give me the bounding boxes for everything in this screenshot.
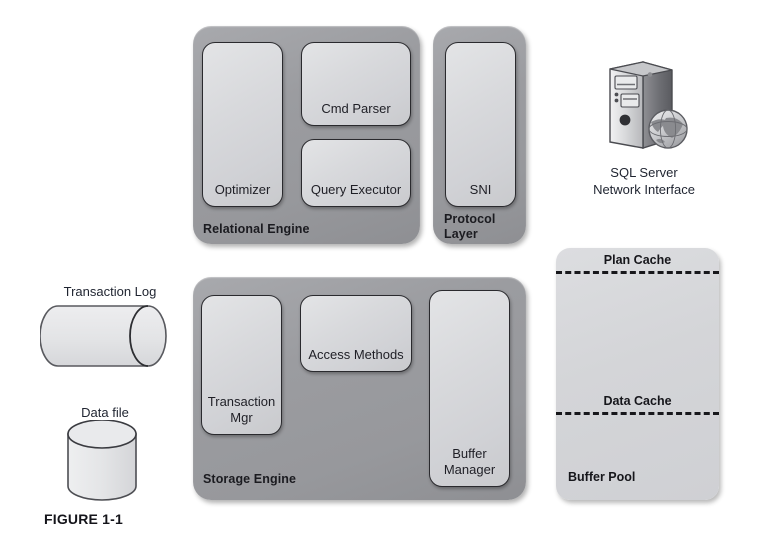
access-methods-box[interactable]: Access Methods (300, 295, 412, 372)
transaction-mgr-label-line1: Transaction (207, 394, 276, 409)
data-file-group (62, 420, 150, 506)
protocol-layer-label-line1: Protocol (444, 212, 496, 226)
buffer-manager-label: Buffer Manager (430, 446, 509, 478)
buffer-manager-label-line1: Buffer (452, 446, 487, 461)
database-cylinder-icon (67, 420, 137, 501)
plan-cache-divider (556, 271, 719, 274)
transaction-log-group (40, 300, 170, 375)
server-tower-globe-icon (609, 61, 688, 149)
buffer-pool-label: Buffer Pool (568, 470, 636, 484)
optimizer-box[interactable]: Optimizer (202, 42, 283, 207)
transaction-mgr-label: Transaction Mgr (202, 394, 281, 426)
sqlserver-label-line2: Network Interface (593, 182, 695, 197)
cmd-parser-box[interactable]: Cmd Parser (301, 42, 411, 126)
sqlserver-label-line1: SQL Server (610, 165, 678, 180)
figure-caption: FIGURE 1-1 (44, 511, 124, 527)
query-executor-box[interactable]: Query Executor (301, 139, 411, 207)
query-executor-label: Query Executor (310, 182, 402, 197)
storage-engine-label: Storage Engine (203, 472, 297, 486)
optimizer-label: Optimizer (214, 182, 271, 197)
transaction-mgr-box[interactable]: Transaction Mgr (201, 295, 282, 435)
relational-engine-label: Relational Engine (203, 222, 310, 236)
protocol-layer-label-line2: Layer (444, 227, 478, 241)
buffer-manager-label-line2: Manager (443, 462, 496, 477)
plan-cache-label: Plan Cache (603, 253, 672, 267)
data-cache-divider (556, 412, 719, 415)
protocol-layer-label: Protocol Layer (444, 212, 496, 242)
sni-box[interactable]: SNI (445, 42, 516, 207)
sql-server-network-interface-group (598, 56, 690, 156)
sni-label: SNI (469, 182, 492, 197)
horizontal-cylinder-icon (40, 305, 167, 367)
transaction-mgr-label-line2: Mgr (230, 410, 253, 425)
data-cache-label: Data Cache (603, 394, 672, 408)
buffer-manager-box[interactable]: Buffer Manager (429, 290, 510, 487)
transaction-log-label: Transaction Log (63, 284, 157, 299)
access-methods-label: Access Methods (308, 347, 404, 362)
buffer-pool-panel: Plan Cache Data Cache Buffer Pool (556, 248, 719, 500)
data-file-label: Data file (81, 405, 129, 420)
sql-server-network-interface-label: SQL Server Network Interface (558, 164, 730, 198)
cmd-parser-label: Cmd Parser (321, 101, 391, 116)
